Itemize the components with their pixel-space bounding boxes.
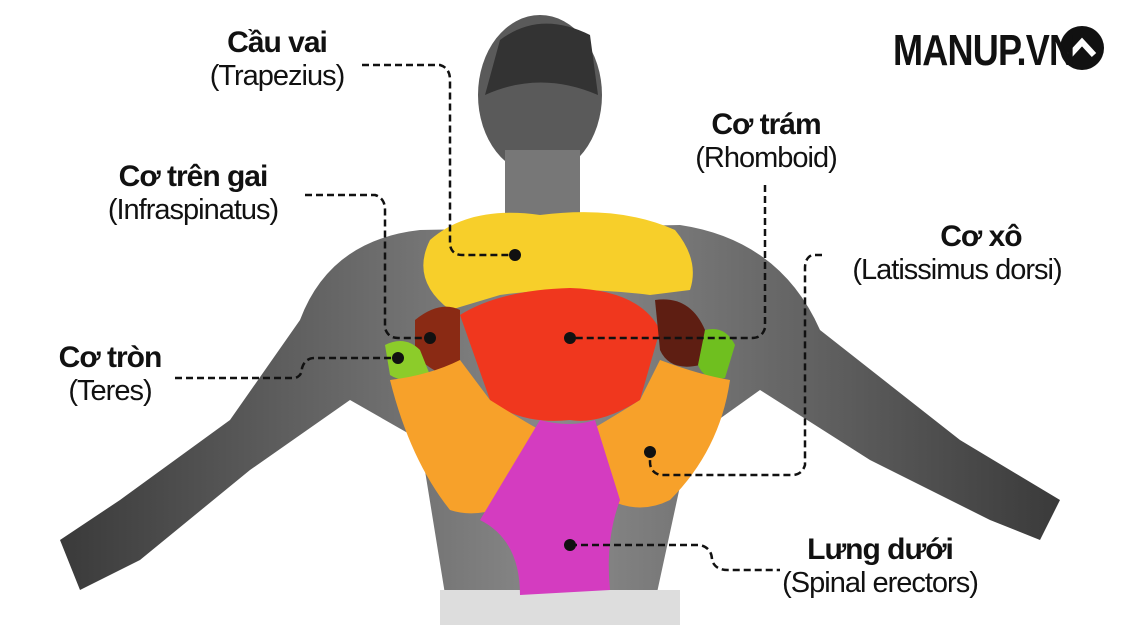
teres-dot xyxy=(392,352,404,364)
rhomboid-dot xyxy=(564,332,576,344)
leader-lines xyxy=(175,63,822,572)
teres-leader xyxy=(175,356,398,380)
label-vn: Cơ trám xyxy=(711,108,821,141)
latissimus-region-right xyxy=(590,360,730,508)
label-trapezius: Cầu vai (Trapezius) xyxy=(209,26,346,93)
label-en: (Trapezius) xyxy=(209,60,346,92)
teres-region-right xyxy=(698,329,735,379)
spinal-erectors-region xyxy=(480,420,620,595)
spinal-dot xyxy=(564,539,576,551)
label-en: (Spinal erectors) xyxy=(782,567,979,599)
label-en: (Latissimus dorsi) xyxy=(852,254,1062,286)
leader-dots xyxy=(392,249,656,551)
label-teres: Cơ tròn (Teres) xyxy=(58,341,163,408)
trapezius-dot xyxy=(509,249,521,261)
label-en: (Infraspinatus) xyxy=(107,194,279,226)
infraspinatus-region-left xyxy=(415,306,460,376)
latissimus-dot xyxy=(644,446,656,458)
muscle-regions xyxy=(385,212,735,595)
spinal-leader xyxy=(570,543,780,572)
infraspinatus-leader xyxy=(305,193,430,340)
trapezius-leader xyxy=(362,63,515,257)
teres-region-left xyxy=(385,341,430,380)
label-vn: Lưng dưới xyxy=(807,533,954,566)
brand-logo: MANUP.VN xyxy=(893,26,1075,75)
trapezius-region xyxy=(423,212,693,310)
label-rhomboid: Cơ trám (Rhomboid) xyxy=(695,108,837,175)
rhomboid-region xyxy=(460,288,660,421)
label-latissimus: Cơ xô (Latissimus dorsi) xyxy=(852,220,1062,287)
rhomboid-leader xyxy=(570,185,767,340)
label-vn: Cầu vai xyxy=(227,26,328,59)
label-en: (Teres) xyxy=(68,375,152,407)
label-vn: Cơ trên gai xyxy=(118,160,269,193)
infraspinatus-dot xyxy=(424,332,436,344)
latissimus-region-left xyxy=(390,360,540,514)
label-infraspinatus: Cơ trên gai (Infraspinatus) xyxy=(107,160,279,227)
label-en: (Rhomboid) xyxy=(695,142,837,174)
chevron-up-circle-icon xyxy=(1060,26,1104,70)
label-vn: Cơ tròn xyxy=(58,341,163,374)
latissimus-leader xyxy=(648,253,822,477)
label-spinal-erectors: Lưng dưới (Spinal erectors) xyxy=(782,533,979,600)
label-vn: Cơ xô xyxy=(940,220,1022,253)
infraspinatus-region-right xyxy=(655,299,705,367)
